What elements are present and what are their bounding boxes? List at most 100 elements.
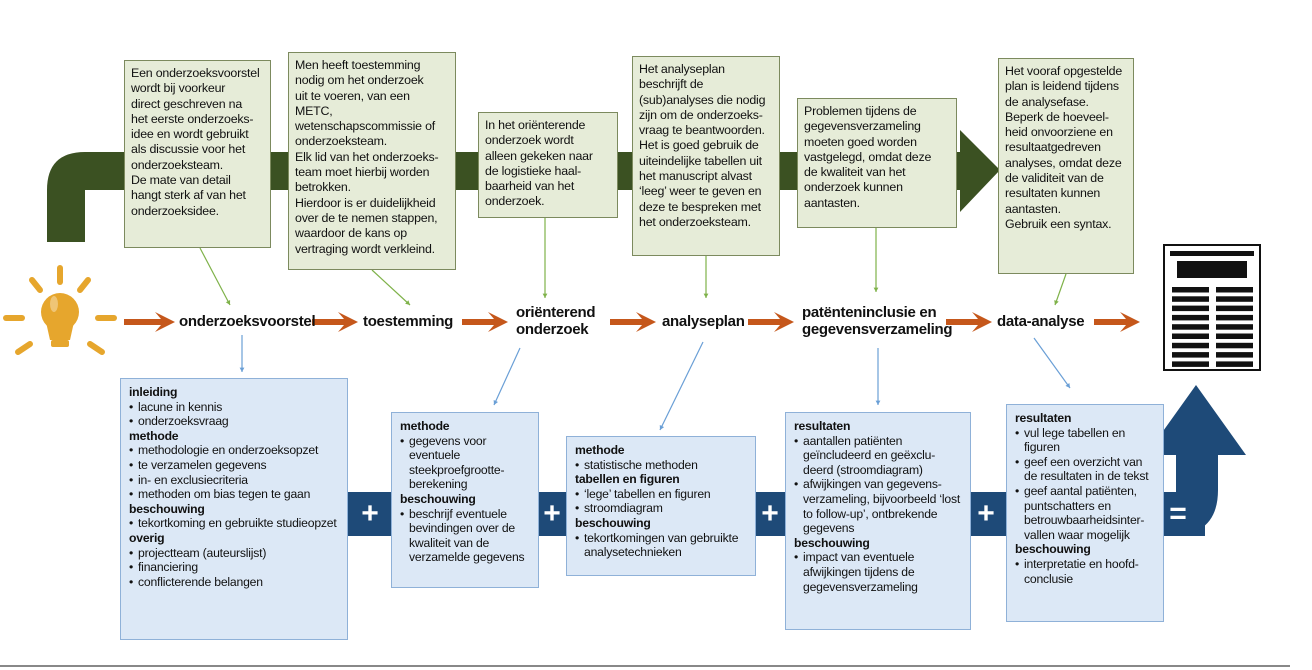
flow-arrow-icon: [610, 312, 656, 332]
connector-line: [659, 341, 704, 431]
card-gegevensverzameling: resultatenaantallen patiënten geïncludee…: [785, 412, 971, 630]
document-line: [1172, 314, 1209, 321]
connector-line: [1054, 273, 1067, 306]
card-bullet-item: in- en exclusiecriteria: [129, 473, 339, 488]
connector-arrowhead: [405, 300, 410, 305]
card-section-heading: resultaten: [794, 419, 851, 433]
card-bullet-item: geef aantal patiënten, puntschatters en …: [1015, 484, 1155, 542]
document-line: [1216, 333, 1253, 339]
card-bullet-item: te verzamelen gegevens: [129, 458, 339, 473]
plus-icon: +: [977, 497, 995, 530]
card-bullet-item: afwijkingen van gegevens-verzameling, bi…: [794, 477, 962, 535]
card-bullet-item: financiering: [129, 560, 339, 575]
connector-arrowhead: [875, 400, 881, 405]
document-line: [1216, 361, 1253, 367]
card-bullet-item: tekortkoming en gebruikte studieopzet: [129, 516, 339, 531]
card-section-heading: beschouwing: [400, 491, 476, 506]
card-bullet-item: conflicterende belangen: [129, 575, 339, 590]
connector-arrowhead: [1054, 300, 1059, 305]
step-orienterend-onderzoek: oriënterend onderzoek: [516, 304, 596, 338]
step-data-analyse: data-analyse: [997, 313, 1085, 330]
note-onderzoeksvoorstel: Een onderzoeksvoorstel wordt bij voorkeu…: [124, 60, 271, 248]
connector-arrowhead: [1065, 383, 1070, 388]
connector-line: [371, 269, 411, 306]
connector-line: [199, 247, 231, 306]
card-bullet-item: interpretatie en hoofd-conclusie: [1015, 557, 1155, 586]
lightbulb-icon: [3, 265, 117, 355]
flow-arrow-icon: [748, 312, 794, 332]
card-bullet-item: methoden om bias tegen te gaan: [129, 487, 339, 502]
step-gegevensverzameling: patënteninclusie en gegevensverzameling: [802, 304, 953, 338]
note-toestemming: Men heeft toestemming nodig om het onder…: [288, 52, 456, 270]
card-bullet-item: impact van eventuele afwijkingen tijdens…: [794, 550, 962, 594]
card-bullet-item: ‘lege’ tabellen en figuren: [575, 487, 747, 502]
connector-arrowhead: [542, 293, 548, 298]
connector-arrowhead: [873, 287, 879, 292]
card-bullet-item: onderzoeksvraag: [129, 414, 339, 429]
document-line: [1216, 352, 1253, 358]
document-line: [1172, 296, 1209, 302]
document-line: [1172, 361, 1209, 367]
card-bullet-item: geef een overzicht van de resultaten in …: [1015, 455, 1155, 484]
document-line: [1216, 305, 1253, 312]
card-section-heading: resultaten: [1015, 411, 1072, 425]
document-line: [1172, 324, 1209, 330]
equals-icon: =: [1169, 497, 1187, 530]
connector-arrowhead: [703, 293, 709, 298]
card-section-heading: inleiding: [129, 385, 178, 399]
flow-arrow-icon: [124, 312, 175, 332]
card-bullet-item: tekortkomingen van gebruikte analysetech…: [575, 531, 747, 560]
flow-arrow-icon: [1094, 312, 1140, 332]
card-bullet-item: lacune in kennis: [129, 400, 339, 415]
card-bullet-item: statistische methoden: [575, 458, 747, 473]
card-bullet-item: aantallen patiënten geïncludeerd en geëx…: [794, 434, 962, 478]
connector-line: [1033, 337, 1071, 389]
card-data-analyse: resultatenvul lege tabellen en figurenge…: [1006, 404, 1164, 622]
step-analyseplan: analyseplan: [662, 313, 745, 330]
document-line: [1172, 305, 1209, 312]
flow-arrow-icon: [312, 312, 358, 332]
card-section-heading: beschouwing: [1015, 542, 1091, 557]
document-icon: [1163, 244, 1261, 371]
connector-arrowhead: [239, 367, 245, 372]
note-gegevensverzameling: Problemen tijdens de gegevensverzameling…: [797, 98, 957, 228]
document-line: [1216, 287, 1253, 293]
card-section-heading: methode: [575, 443, 625, 457]
note-data-analyse: Het vooraf opgestelde plan is leidend ti…: [998, 58, 1134, 274]
connector-line: [493, 347, 521, 406]
connector-arrowhead: [659, 425, 665, 430]
step-toestemming: toestemming: [363, 313, 454, 330]
card-bullet-item: methodologie en onderzoeksopzet: [129, 443, 339, 458]
bottom-divider: [0, 665, 1290, 667]
result-up-arrow: [1146, 385, 1246, 536]
step-onderzoeksvoorstel: onderzoeksvoorstel: [179, 313, 316, 330]
plus-icon: +: [543, 497, 561, 530]
card-onderzoeksvoorstel: inleidinglacune in kennisonderzoeksvraag…: [120, 378, 348, 640]
document-line: [1172, 352, 1209, 358]
card-bullet-item: vul lege tabellen en figuren: [1015, 426, 1155, 455]
document-line: [1216, 314, 1253, 321]
card-section-heading: methode: [400, 419, 450, 433]
document-line: [1172, 287, 1209, 293]
flow-arrow-icon: [462, 312, 508, 332]
card-section-heading: beschouwing: [129, 501, 205, 516]
card-orienterend-onderzoek: methodegegevens voor eventuele steekproe…: [391, 412, 539, 588]
flow-arrow-icon: [946, 312, 992, 332]
note-orienterend-onderzoek: In het oriënterende onderzoek wordt alle…: [478, 112, 618, 218]
plus-icon: +: [361, 497, 379, 530]
card-bullet-item: gegevens voor eventuele steekproefgroott…: [400, 434, 530, 492]
document-line: [1216, 296, 1253, 302]
card-section-heading: tabellen en figuren: [575, 472, 680, 487]
document-line: [1172, 342, 1209, 349]
connector-arrowhead: [225, 300, 231, 305]
plus-icon: +: [761, 497, 779, 530]
connector-arrowhead: [493, 400, 499, 405]
card-bullet-item: beschrijf eventuele bevindingen over de …: [400, 507, 530, 565]
card-bullet-item: projectteam (auteurslijst): [129, 546, 339, 561]
card-bullet-item: stroomdiagram: [575, 501, 747, 516]
card-section-heading: beschouwing: [794, 535, 870, 550]
document-line: [1216, 342, 1253, 349]
note-analyseplan: Het analyseplan beschrijft de (sub)analy…: [632, 56, 780, 256]
document-line: [1216, 324, 1253, 330]
